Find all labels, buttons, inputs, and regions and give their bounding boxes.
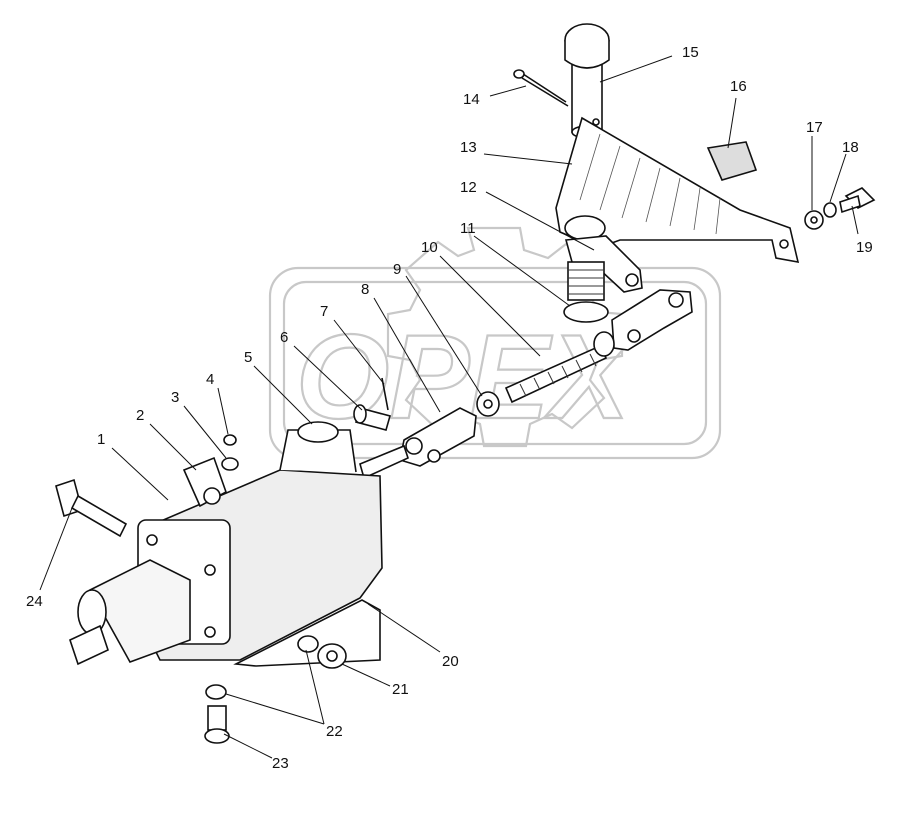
watermark: OPEX: [268, 226, 722, 460]
callout-21: 21: [392, 681, 409, 698]
callout-9: 9: [393, 261, 401, 278]
callout-3: 3: [171, 389, 179, 406]
callout-2: 2: [136, 407, 144, 424]
callout-16: 16: [730, 78, 747, 95]
callout-labels: 1 2 3 4 5 6 7 8 9 10 11 12 13 14 15 16 1…: [26, 44, 873, 772]
part-7-clevis: [399, 407, 477, 467]
part-21-nut: [317, 643, 347, 669]
callout-5: 5: [244, 349, 252, 366]
part-1-valve-body: [77, 421, 383, 667]
callout-13: 13: [460, 139, 477, 156]
part-valve-bolt: [69, 624, 109, 666]
callout-23: 23: [272, 755, 289, 772]
parts-drawing: [55, 23, 876, 744]
callout-10: 10: [421, 239, 438, 256]
callout-7: 7: [320, 303, 328, 320]
part-18-lock-washer: [823, 202, 837, 218]
callout-8: 8: [361, 281, 369, 298]
part-10-clevis: [611, 289, 693, 351]
part-24-bolt: [55, 478, 128, 538]
leader-lines: [39, 55, 859, 759]
part-19-bolt: [839, 187, 876, 214]
part-23-bolt: [204, 705, 230, 744]
part-22-washers: [205, 635, 319, 700]
callout-15: 15: [682, 44, 699, 61]
callout-11: 11: [460, 220, 476, 237]
part-9-threaded-rod: [504, 331, 615, 404]
callout-12: 12: [460, 179, 477, 196]
part-2-fitting: [182, 456, 227, 508]
callout-6: 6: [280, 329, 288, 346]
callout-1: 1: [97, 431, 105, 448]
part-14-cotter-pin: [513, 69, 569, 107]
callout-18: 18: [842, 139, 859, 156]
watermark-frame-outer: [268, 266, 722, 460]
part-4-small-washer: [223, 434, 237, 446]
part-11-spring: [563, 261, 609, 323]
callout-24: 24: [26, 593, 43, 610]
callout-20: 20: [442, 653, 459, 670]
callout-19: 19: [856, 239, 873, 256]
callout-22: 22: [326, 723, 343, 740]
part-5-push-rod: [359, 444, 409, 480]
part-8-nut: [476, 391, 500, 417]
callout-17: 17: [806, 119, 823, 136]
callout-14: 14: [463, 91, 480, 108]
part-16-bumper: [706, 141, 758, 181]
watermark-frame-inner: [282, 280, 708, 446]
callout-4: 4: [206, 371, 214, 388]
part-13-bracket: [555, 116, 800, 264]
part-17-washer: [804, 210, 824, 230]
part-3-washer: [221, 457, 239, 471]
